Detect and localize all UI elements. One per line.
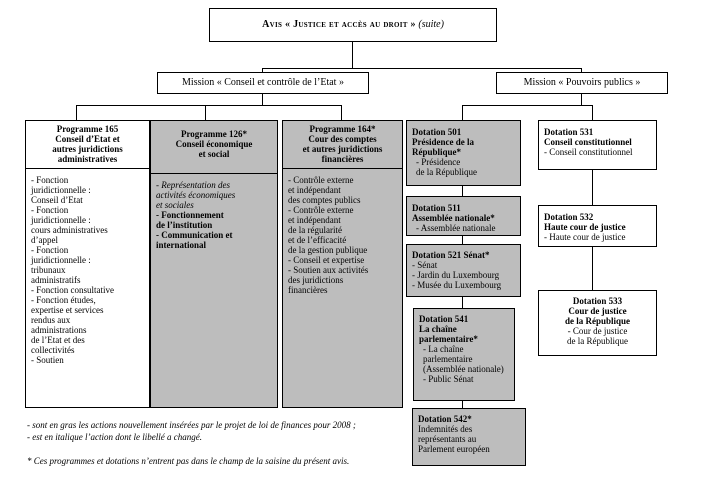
programme-164-title: Programme 164* Cour des comptes et autre… (283, 121, 402, 169)
dotation-532: Dotation 532 Haute cour de justice - Hau… (538, 205, 657, 247)
connector (262, 68, 263, 72)
connector (352, 42, 353, 68)
programme-165-actions: - Fonction juridictionnelle : Conseil d’… (26, 169, 149, 365)
programme-126-actions: - Représentation des activités économiqu… (151, 174, 277, 250)
connector (581, 94, 582, 105)
action-item: - Contrôle externe et indépendant de la … (288, 205, 368, 255)
title-suffix: (suite) (418, 19, 444, 30)
action-item: - Soutien aux activités des juridictions… (288, 265, 369, 295)
dotation-521: Dotation 521 Sénat* - Sénat - Jardin du … (406, 244, 521, 297)
dotation-533-title: Dotation 533 Cour de justice de la Répub… (564, 296, 631, 326)
dotation-542-title: Dotation 542* (418, 414, 472, 424)
dotation-501-title: Dotation 501 Présidence de la République… (412, 127, 474, 157)
connector (341, 105, 342, 120)
action-item: - Fonctionnement de l’institution (156, 210, 224, 230)
connector (262, 94, 263, 105)
programme-164-actions: - Contrôle externe et indépendant des co… (283, 169, 402, 295)
action-item: - Soutien (31, 355, 64, 365)
action-item: - Fonction juridictionnelle : tribunaux … (31, 245, 91, 285)
connector (462, 297, 463, 308)
programme-126: Programme 126* Conseil économique et soc… (150, 120, 278, 408)
action-item: - Fonction juridictionnelle : cours admi… (31, 205, 108, 245)
dotation-511-body: - Assemblée nationale (416, 223, 496, 233)
action-item: - Contrôle externe et indépendant des co… (288, 175, 361, 205)
dotation-532-body: - Haute cour de justice (544, 232, 626, 242)
connector (76, 105, 341, 106)
dotation-501: Dotation 501 Présidence de la République… (406, 120, 521, 186)
dotation-521-body: - Sénat - Jardin du Luxembourg - Musée d… (412, 260, 502, 290)
action-item: - Communication et international (156, 230, 233, 250)
programme-126-title: Programme 126* Conseil économique et soc… (151, 121, 277, 174)
dotation-541-title: Dotation 541 La chaîne parlementaire* (419, 314, 478, 344)
connector (76, 105, 77, 120)
footnote-asterisk: * Ces programmes et dotations n’entrent … (27, 456, 350, 466)
action-item: - Représentation des activités économiqu… (156, 180, 236, 210)
title-box: Avis « Justice et accès au droit » (suit… (209, 8, 497, 42)
connector (462, 105, 592, 106)
connector (592, 170, 593, 205)
connector (462, 236, 463, 244)
connector (592, 105, 593, 120)
connector (581, 68, 582, 72)
action-item: - Fonction études, expertise et services… (31, 295, 104, 355)
footnote-bold: - sont en gras les actions nouvellement … (27, 420, 356, 430)
connector (462, 401, 463, 408)
action-item: - Conseil et expertise (288, 255, 365, 265)
programme-164: Programme 164* Cour des comptes et autre… (282, 120, 403, 408)
connector (592, 247, 593, 290)
dotation-533: Dotation 533 Cour de justice de la Répub… (538, 290, 657, 356)
action-item: - Fonction juridictionnelle : Conseil d’… (31, 175, 91, 205)
dotation-541: Dotation 541 La chaîne parlementaire* - … (413, 308, 515, 401)
programme-165: Programme 165 Conseil d’Etat et autres j… (25, 120, 150, 408)
dotation-533-body: - Cour de justice de la République (567, 326, 628, 346)
dotation-532-title: Dotation 532 Haute cour de justice (544, 212, 626, 232)
dotation-521-title: Dotation 521 Sénat* (412, 250, 490, 260)
connector (205, 105, 206, 120)
dotation-542-body: Indemnités des représentants au Parlemen… (418, 424, 490, 454)
dotation-501-body: - Présidence de la République (416, 157, 477, 177)
dotation-531-body: - Conseil constitutionnel (544, 147, 633, 157)
mission-conseil-controle: Mission « Conseil et contrôle de l’Etat … (157, 72, 369, 94)
dotation-511-title: Dotation 511 Assemblée nationale* (412, 203, 495, 223)
dotation-541-body: - La chaîne parlementaire (Assemblée nat… (423, 344, 504, 384)
connector (462, 105, 463, 120)
title-main: Avis « Justice et accès au droit » (262, 19, 416, 30)
connector (462, 186, 463, 196)
footnote-italic: - est en italique l’action dont le libel… (27, 432, 202, 442)
dotation-542: Dotation 542* Indemnités des représentan… (412, 408, 526, 466)
dotation-511: Dotation 511 Assemblée nationale* - Asse… (406, 196, 521, 236)
dotation-531-title: Dotation 531 Conseil constitutionnel (544, 127, 632, 147)
programme-165-title: Programme 165 Conseil d’Etat et autres j… (26, 121, 149, 169)
dotation-531: Dotation 531 Conseil constitutionnel - C… (538, 120, 657, 170)
action-item: - Fonction consultative (31, 285, 114, 295)
mission-pouvoirs-publics: Mission « Pouvoirs publics » (496, 72, 668, 94)
connector (262, 68, 581, 69)
